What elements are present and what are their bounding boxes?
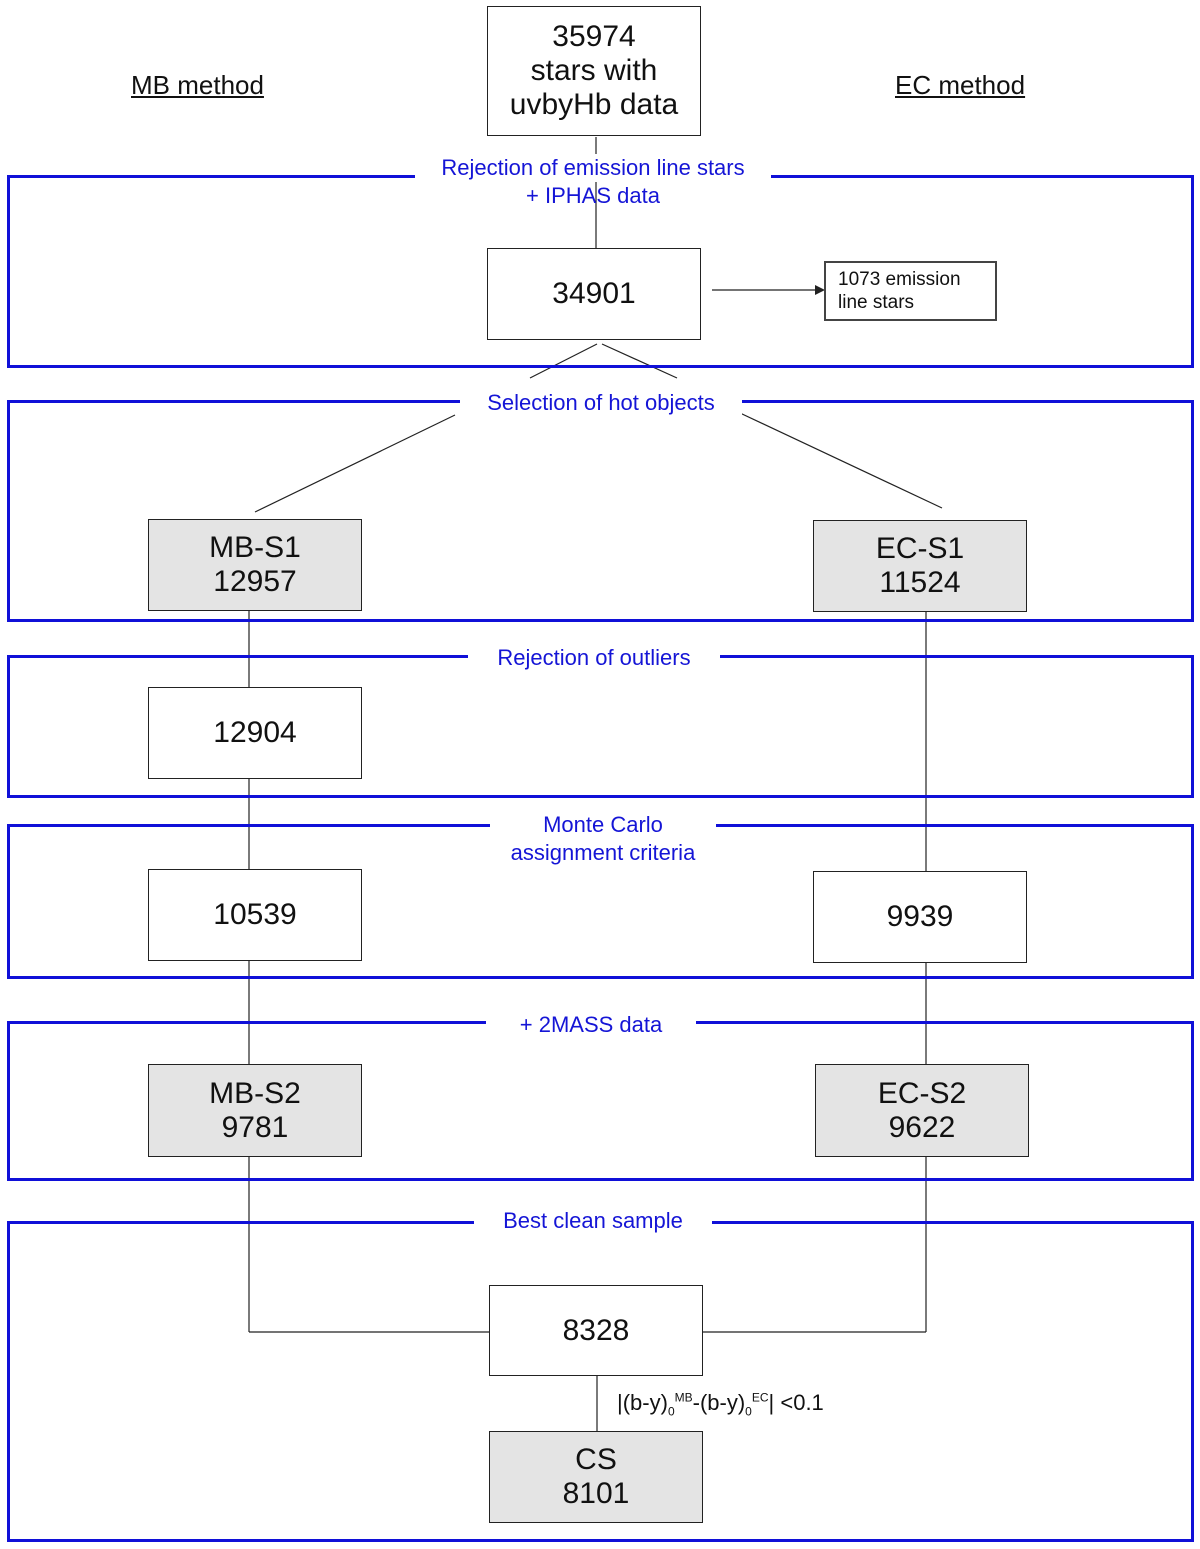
stage-label-montecarlo: Monte Carlo assignment criteria — [490, 811, 716, 867]
start-count: 35974 — [552, 20, 636, 53]
stage-label-emission: Rejection of emission line stars + IPHAS… — [415, 154, 771, 210]
node-ec-s1: EC-S1 11524 — [813, 520, 1027, 612]
node-mb-outliers: 12904 — [148, 687, 362, 779]
stage-label-2mass: + 2MASS data — [486, 1011, 696, 1039]
node-ec-s2: EC-S2 9622 — [815, 1064, 1029, 1157]
node-combined: 8328 — [489, 1285, 703, 1376]
ec-method-header: EC method — [895, 70, 1026, 100]
node-mb-s2: MB-S2 9781 — [148, 1064, 362, 1157]
node-mb-s1: MB-S1 12957 — [148, 519, 362, 611]
node-mb-montecarlo: 10539 — [148, 869, 362, 961]
mb-method-header: MB method — [131, 70, 264, 100]
node-ec-montecarlo: 9939 — [813, 871, 1027, 963]
node-after-emission: 34901 — [487, 248, 701, 340]
color-difference-condition: |(b-y)0MB-(b-y)0EC| <0.1 — [617, 1390, 824, 1419]
stage-label-hot-objects: Selection of hot objects — [460, 389, 742, 417]
node-rejected-emission-stars: 1073 emission line stars — [824, 261, 997, 321]
stage-label-clean-sample: Best clean sample — [474, 1207, 712, 1235]
node-clean-sample-cs: CS 8101 — [489, 1431, 703, 1523]
start-box: 35974 stars with uvbyHb data — [487, 6, 701, 136]
stage-label-outliers: Rejection of outliers — [468, 644, 720, 672]
